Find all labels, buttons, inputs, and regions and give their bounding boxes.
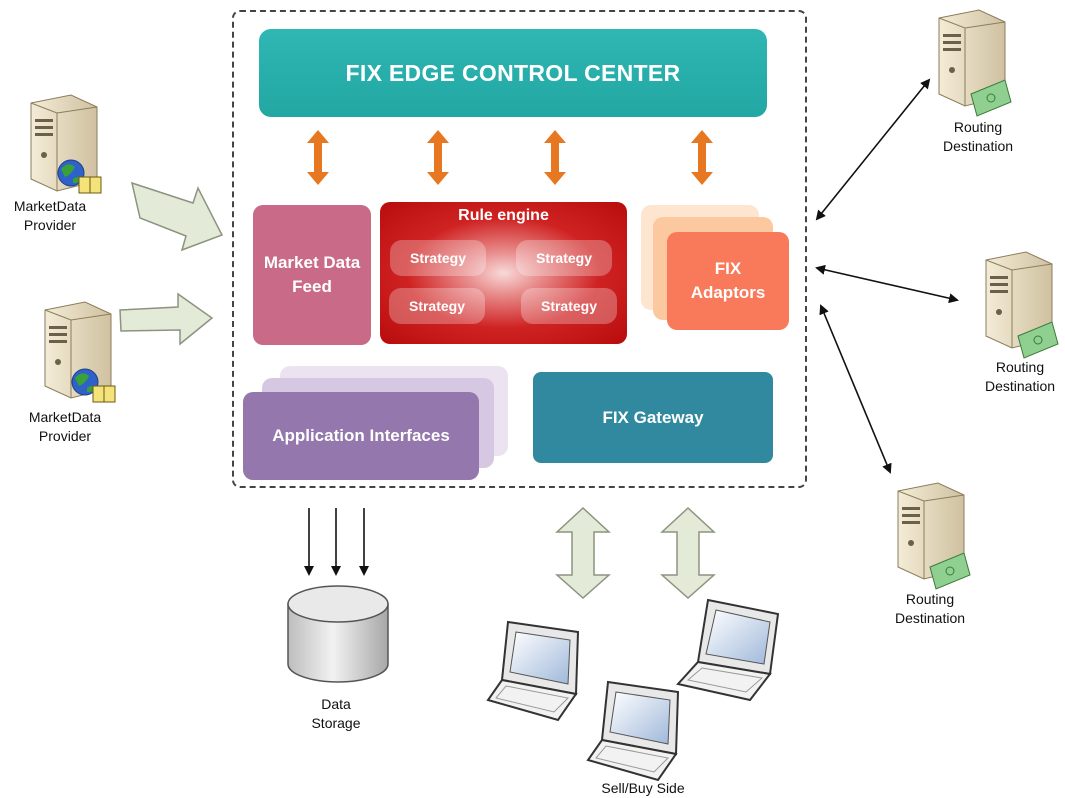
sell-buy-side-label: Sell/Buy Side bbox=[601, 780, 685, 796]
banknote-icon bbox=[1017, 321, 1059, 359]
fix-adaptors-line2: Adaptors bbox=[690, 283, 766, 302]
routing-destination-label: Routing Destination bbox=[928, 118, 1028, 156]
orange-double-arrow bbox=[427, 130, 449, 185]
folder-icon bbox=[92, 385, 116, 403]
laptop-icon bbox=[486, 620, 580, 722]
routing-arrows bbox=[815, 78, 959, 474]
routing-destination-line2: Destination bbox=[942, 138, 1014, 154]
orange-double-arrow bbox=[307, 130, 329, 185]
storage-arrows bbox=[304, 508, 369, 576]
strategy-box: Strategy bbox=[389, 288, 485, 324]
provider-label-line1: MarketData bbox=[13, 198, 87, 214]
database-icon bbox=[287, 585, 389, 683]
data-storage-line1: Data bbox=[321, 696, 351, 712]
folder-icon bbox=[78, 176, 102, 194]
server-icon bbox=[938, 9, 1012, 117]
strategy-label: Strategy bbox=[408, 298, 466, 314]
routing-arrow bbox=[819, 304, 892, 474]
strategy-label: Strategy bbox=[540, 298, 598, 314]
server-icon bbox=[897, 482, 971, 590]
routing-destination-label: Routing Destination bbox=[880, 590, 980, 628]
routing-destination-line2: Destination bbox=[894, 610, 966, 626]
provider-label-line2: Provider bbox=[23, 217, 77, 233]
banknote-icon bbox=[970, 79, 1012, 117]
orange-double-arrow bbox=[544, 130, 566, 185]
routing-destination-line1: Routing bbox=[905, 591, 955, 607]
provider-label-line2: Provider bbox=[38, 428, 92, 444]
control-center-box: FIX EDGE CONTROL CENTER bbox=[259, 29, 767, 117]
rule-engine-title: Rule engine bbox=[458, 207, 549, 224]
gateway-client-double-arrow bbox=[555, 506, 611, 600]
application-interfaces-label: Application Interfaces bbox=[272, 426, 450, 445]
laptop-icon bbox=[586, 680, 680, 782]
routing-arrow bbox=[815, 78, 931, 221]
server-icon bbox=[985, 251, 1059, 359]
orange-double-arrow bbox=[691, 130, 713, 185]
control-center-label: FIX EDGE CONTROL CENTER bbox=[345, 59, 681, 86]
market-data-feed-box: Market Data Feed bbox=[253, 205, 371, 345]
strategy-label: Strategy bbox=[535, 250, 593, 266]
gateway-client-double-arrow bbox=[660, 506, 716, 600]
provider-input-arrow bbox=[130, 181, 224, 252]
data-storage-line2: Storage bbox=[311, 715, 361, 731]
orange-arrows bbox=[307, 130, 713, 185]
server-icon bbox=[30, 94, 102, 194]
provider-label: MarketData Provider bbox=[0, 197, 100, 235]
market-data-feed-line1: Market Data bbox=[263, 253, 361, 272]
market-data-feed-line2: Feed bbox=[292, 277, 332, 296]
server-icon bbox=[44, 301, 116, 403]
routing-arrow bbox=[815, 264, 959, 304]
routing-destination-line1: Routing bbox=[953, 119, 1003, 135]
application-interfaces-box: Application Interfaces bbox=[243, 392, 479, 480]
routing-destination-line2: Destination bbox=[984, 378, 1056, 394]
globe-icon bbox=[71, 368, 99, 396]
strategy-box: Strategy bbox=[516, 240, 612, 276]
fixedge-boundary bbox=[232, 10, 807, 488]
strategy-box: Strategy bbox=[521, 288, 617, 324]
fix-gateway-label: FIX Gateway bbox=[602, 407, 704, 427]
routing-destination-line1: Routing bbox=[995, 359, 1045, 375]
rule-engine-box: Rule engine Strategy Strategy Strategy S… bbox=[380, 202, 627, 344]
provider-label-line1: MarketData bbox=[28, 409, 102, 425]
strategy-box: Strategy bbox=[390, 240, 486, 276]
data-storage-label: Data Storage bbox=[286, 695, 386, 733]
provider-input-arrow bbox=[119, 292, 214, 346]
fix-adaptors-line1: FIX bbox=[714, 259, 742, 278]
provider-label: MarketData Provider bbox=[15, 408, 115, 446]
banknote-icon bbox=[929, 552, 971, 590]
strategy-label: Strategy bbox=[409, 250, 467, 266]
fix-adaptors-box: FIX Adaptors bbox=[667, 232, 789, 330]
globe-icon bbox=[57, 159, 85, 187]
routing-destination-label: Routing Destination bbox=[970, 358, 1065, 396]
fix-gateway-box: FIX Gateway bbox=[533, 372, 773, 463]
laptop-icon bbox=[676, 598, 780, 702]
